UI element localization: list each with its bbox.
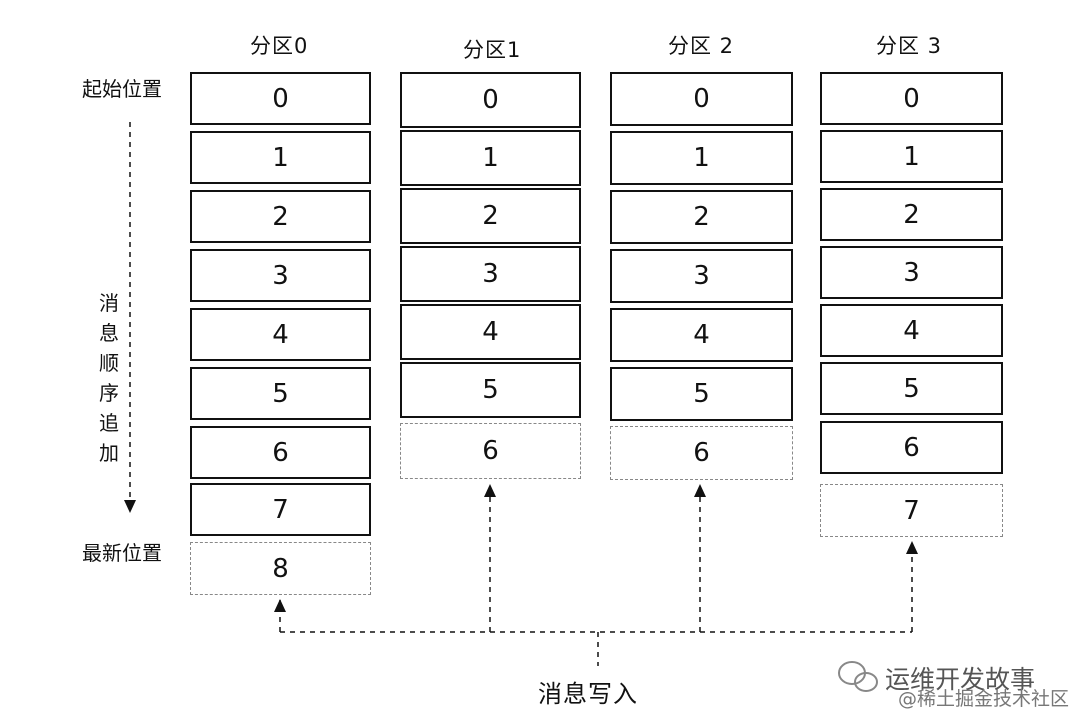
- watermark-text: 运维开发故事: [885, 665, 1036, 694]
- partition-1-next-offset-cell: 6: [400, 423, 581, 479]
- partition-1-title: 分区1: [463, 38, 522, 62]
- partition-3-offset-cell: 6: [820, 421, 1003, 474]
- partition-0-offset-cell: 0: [190, 72, 371, 125]
- start-position-label: 起始位置: [82, 77, 162, 101]
- partition-3-next-offset-cell: 7: [820, 484, 1003, 537]
- latest-position-label: 最新位置: [82, 541, 162, 565]
- partition-1-offset-cell: 2: [400, 188, 581, 244]
- partition-3-offset-cell: 0: [820, 72, 1003, 125]
- partition-0-offset-cell: 4: [190, 308, 371, 361]
- partition-2-next-offset-cell: 6: [610, 426, 793, 480]
- partition-1-offset-cell: 4: [400, 304, 581, 360]
- partition-3-title: 分区 3: [876, 34, 943, 58]
- partition-0-offset-cell: 7: [190, 483, 371, 536]
- write-arrowhead-p2: [694, 484, 706, 497]
- partition-3-offset-cell: 5: [820, 362, 1003, 415]
- partition-0-offset-cell: 6: [190, 426, 371, 479]
- partition-3-offset-cell: 2: [820, 188, 1003, 241]
- partition-3-offset-cell: 4: [820, 304, 1003, 357]
- partition-2-offset-cell: 2: [610, 190, 793, 244]
- partition-2-offset-cell: 5: [610, 367, 793, 421]
- partition-3-offset-cell: 3: [820, 246, 1003, 299]
- partition-2-title: 分区 2: [668, 34, 735, 58]
- partition-0-offset-cell: 1: [190, 131, 371, 184]
- wechat-icon: [838, 661, 878, 692]
- write-arrowhead-p1: [484, 484, 496, 497]
- partition-0-title: 分区0: [250, 34, 309, 58]
- partition-1-offset-cell: 3: [400, 246, 581, 302]
- write-arrowhead-p3: [906, 541, 918, 554]
- message-write-label: 消息写入: [538, 680, 638, 708]
- partition-0-offset-cell: 5: [190, 367, 371, 420]
- partition-0-next-offset-cell: 8: [190, 542, 371, 595]
- partition-2-offset-cell: 0: [610, 72, 793, 126]
- partition-0-offset-cell: 2: [190, 190, 371, 243]
- partition-2-offset-cell: 1: [610, 131, 793, 185]
- partition-3-offset-cell: 1: [820, 130, 1003, 183]
- append-order-label: 消息顺序追加: [99, 291, 119, 465]
- write-arrowhead-p0: [274, 599, 286, 612]
- append-order-arrowhead: [124, 500, 136, 513]
- partition-2-offset-cell: 4: [610, 308, 793, 362]
- partition-1-offset-cell: 0: [400, 72, 581, 128]
- watermark-subtext: @稀土掘金技术社区: [898, 688, 1070, 710]
- partition-0-offset-cell: 3: [190, 249, 371, 302]
- partition-1-offset-cell: 1: [400, 130, 581, 186]
- partition-2-offset-cell: 3: [610, 249, 793, 303]
- partition-1-offset-cell: 5: [400, 362, 581, 418]
